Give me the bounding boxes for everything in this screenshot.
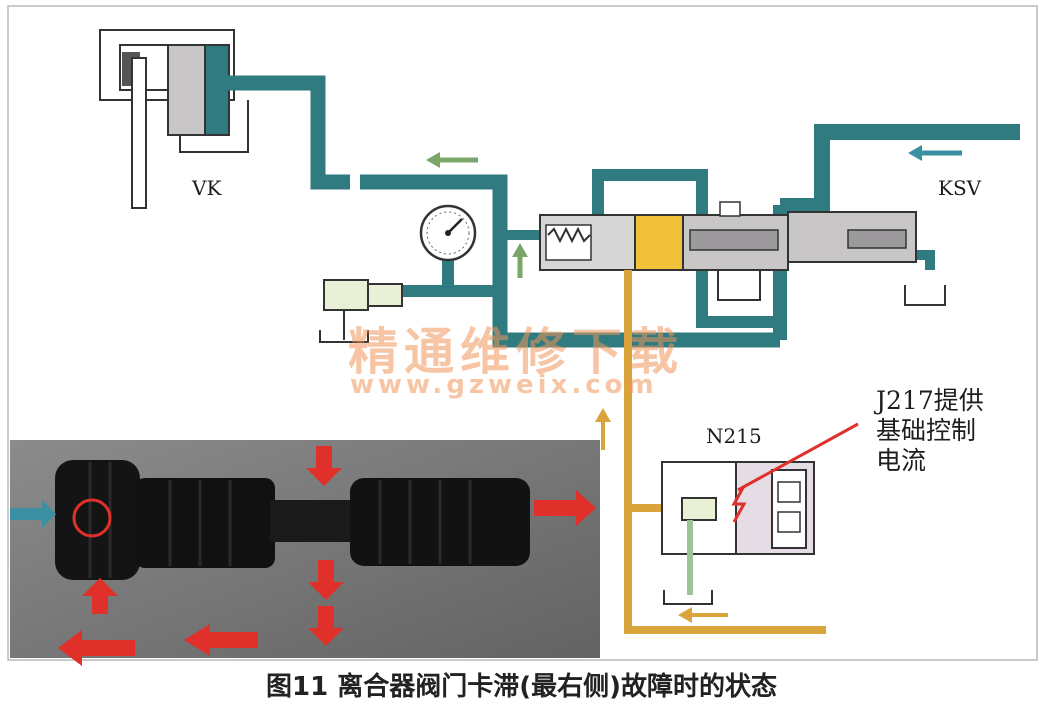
arrow-yellow-left [678,607,728,623]
j217-line-1: J217提供 [876,386,984,415]
arrow-green-left [426,152,478,168]
vk-clutch [99,29,249,209]
arrow-green-up [512,243,528,278]
figure-caption: 图11 离合器阀门卡滞(最右侧)故障时的状态 [266,672,777,702]
j217-line-3: 电流 [876,446,927,475]
watermark-site-name: 精通维修下载 [348,323,684,381]
ksv-label: KSV [938,176,982,200]
check-valve-left [319,279,403,343]
stuck-point-marker [72,498,112,538]
photo-flow-arrows [10,446,596,666]
arrow-red-right [534,490,596,526]
n215-label: N215 [706,424,762,448]
arrow-red-down-low [308,606,344,646]
j217-pointer [737,422,859,492]
flow-arrows [426,145,962,623]
valve-spool-photo [10,440,600,658]
arrow-red-down-mid [308,560,344,600]
j217-annotation: J217提供 基础控制 电流 [876,386,1026,476]
arrow-red-down-top [306,446,342,486]
arrow-green-ksv [908,145,962,161]
clutch-valve [539,201,946,306]
arrow-red-up [82,578,118,614]
watermark-site-url: www.gzweix.com [350,370,658,400]
n215-solenoid [661,461,815,605]
hydraulic-lines [228,75,1020,348]
vk-label: VK [192,176,222,200]
arrow-teal-in [10,500,56,528]
arrow-red-left-2 [184,624,258,656]
pressure-gauge [419,204,477,262]
arrow-yellow-up [595,408,611,450]
j217-line-2: 基础控制 [876,416,977,445]
arrow-red-left-1 [58,630,135,666]
